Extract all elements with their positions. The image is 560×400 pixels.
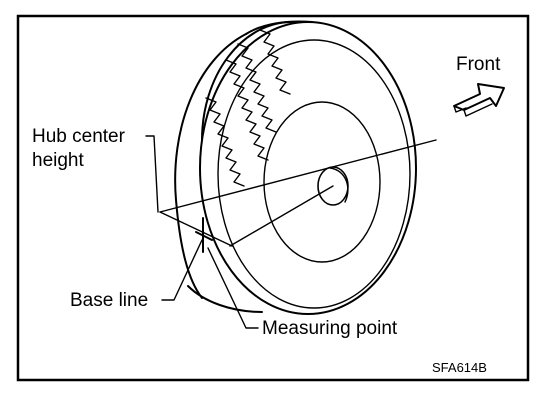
tire-inner-sidewall bbox=[217, 39, 411, 309]
front-arrow-icon bbox=[453, 83, 505, 117]
wheel-rim bbox=[263, 101, 381, 263]
tire bbox=[174, 20, 417, 315]
hub-center-label: Hub center bbox=[32, 126, 126, 147]
hub-center-height-line bbox=[159, 139, 437, 213]
base-line-extension bbox=[159, 211, 233, 247]
measuring-point-leader bbox=[207, 247, 259, 329]
tire-sidewall bbox=[199, 21, 417, 315]
tire-tread-left bbox=[174, 33, 247, 299]
measuring-point-marker bbox=[195, 217, 213, 253]
tread-groove-1 bbox=[225, 59, 269, 161]
hub-center-leader bbox=[145, 135, 159, 213]
figure-code: SFA614B bbox=[432, 360, 487, 375]
hub-to-base-line bbox=[229, 185, 334, 247]
wheel-hub-shadow bbox=[329, 167, 349, 203]
tread-groove-4 bbox=[259, 29, 291, 95]
base-line-leader bbox=[161, 239, 203, 301]
hub-center-label-line2: height bbox=[32, 150, 84, 171]
measuring-point-label: Measuring point bbox=[262, 318, 398, 339]
base-line-label: Base line bbox=[70, 290, 148, 311]
tire-tread-bottom bbox=[187, 285, 263, 313]
tread-groove-3 bbox=[205, 97, 245, 187]
front-label: Front bbox=[456, 54, 501, 75]
tread-groove-2 bbox=[237, 43, 277, 133]
